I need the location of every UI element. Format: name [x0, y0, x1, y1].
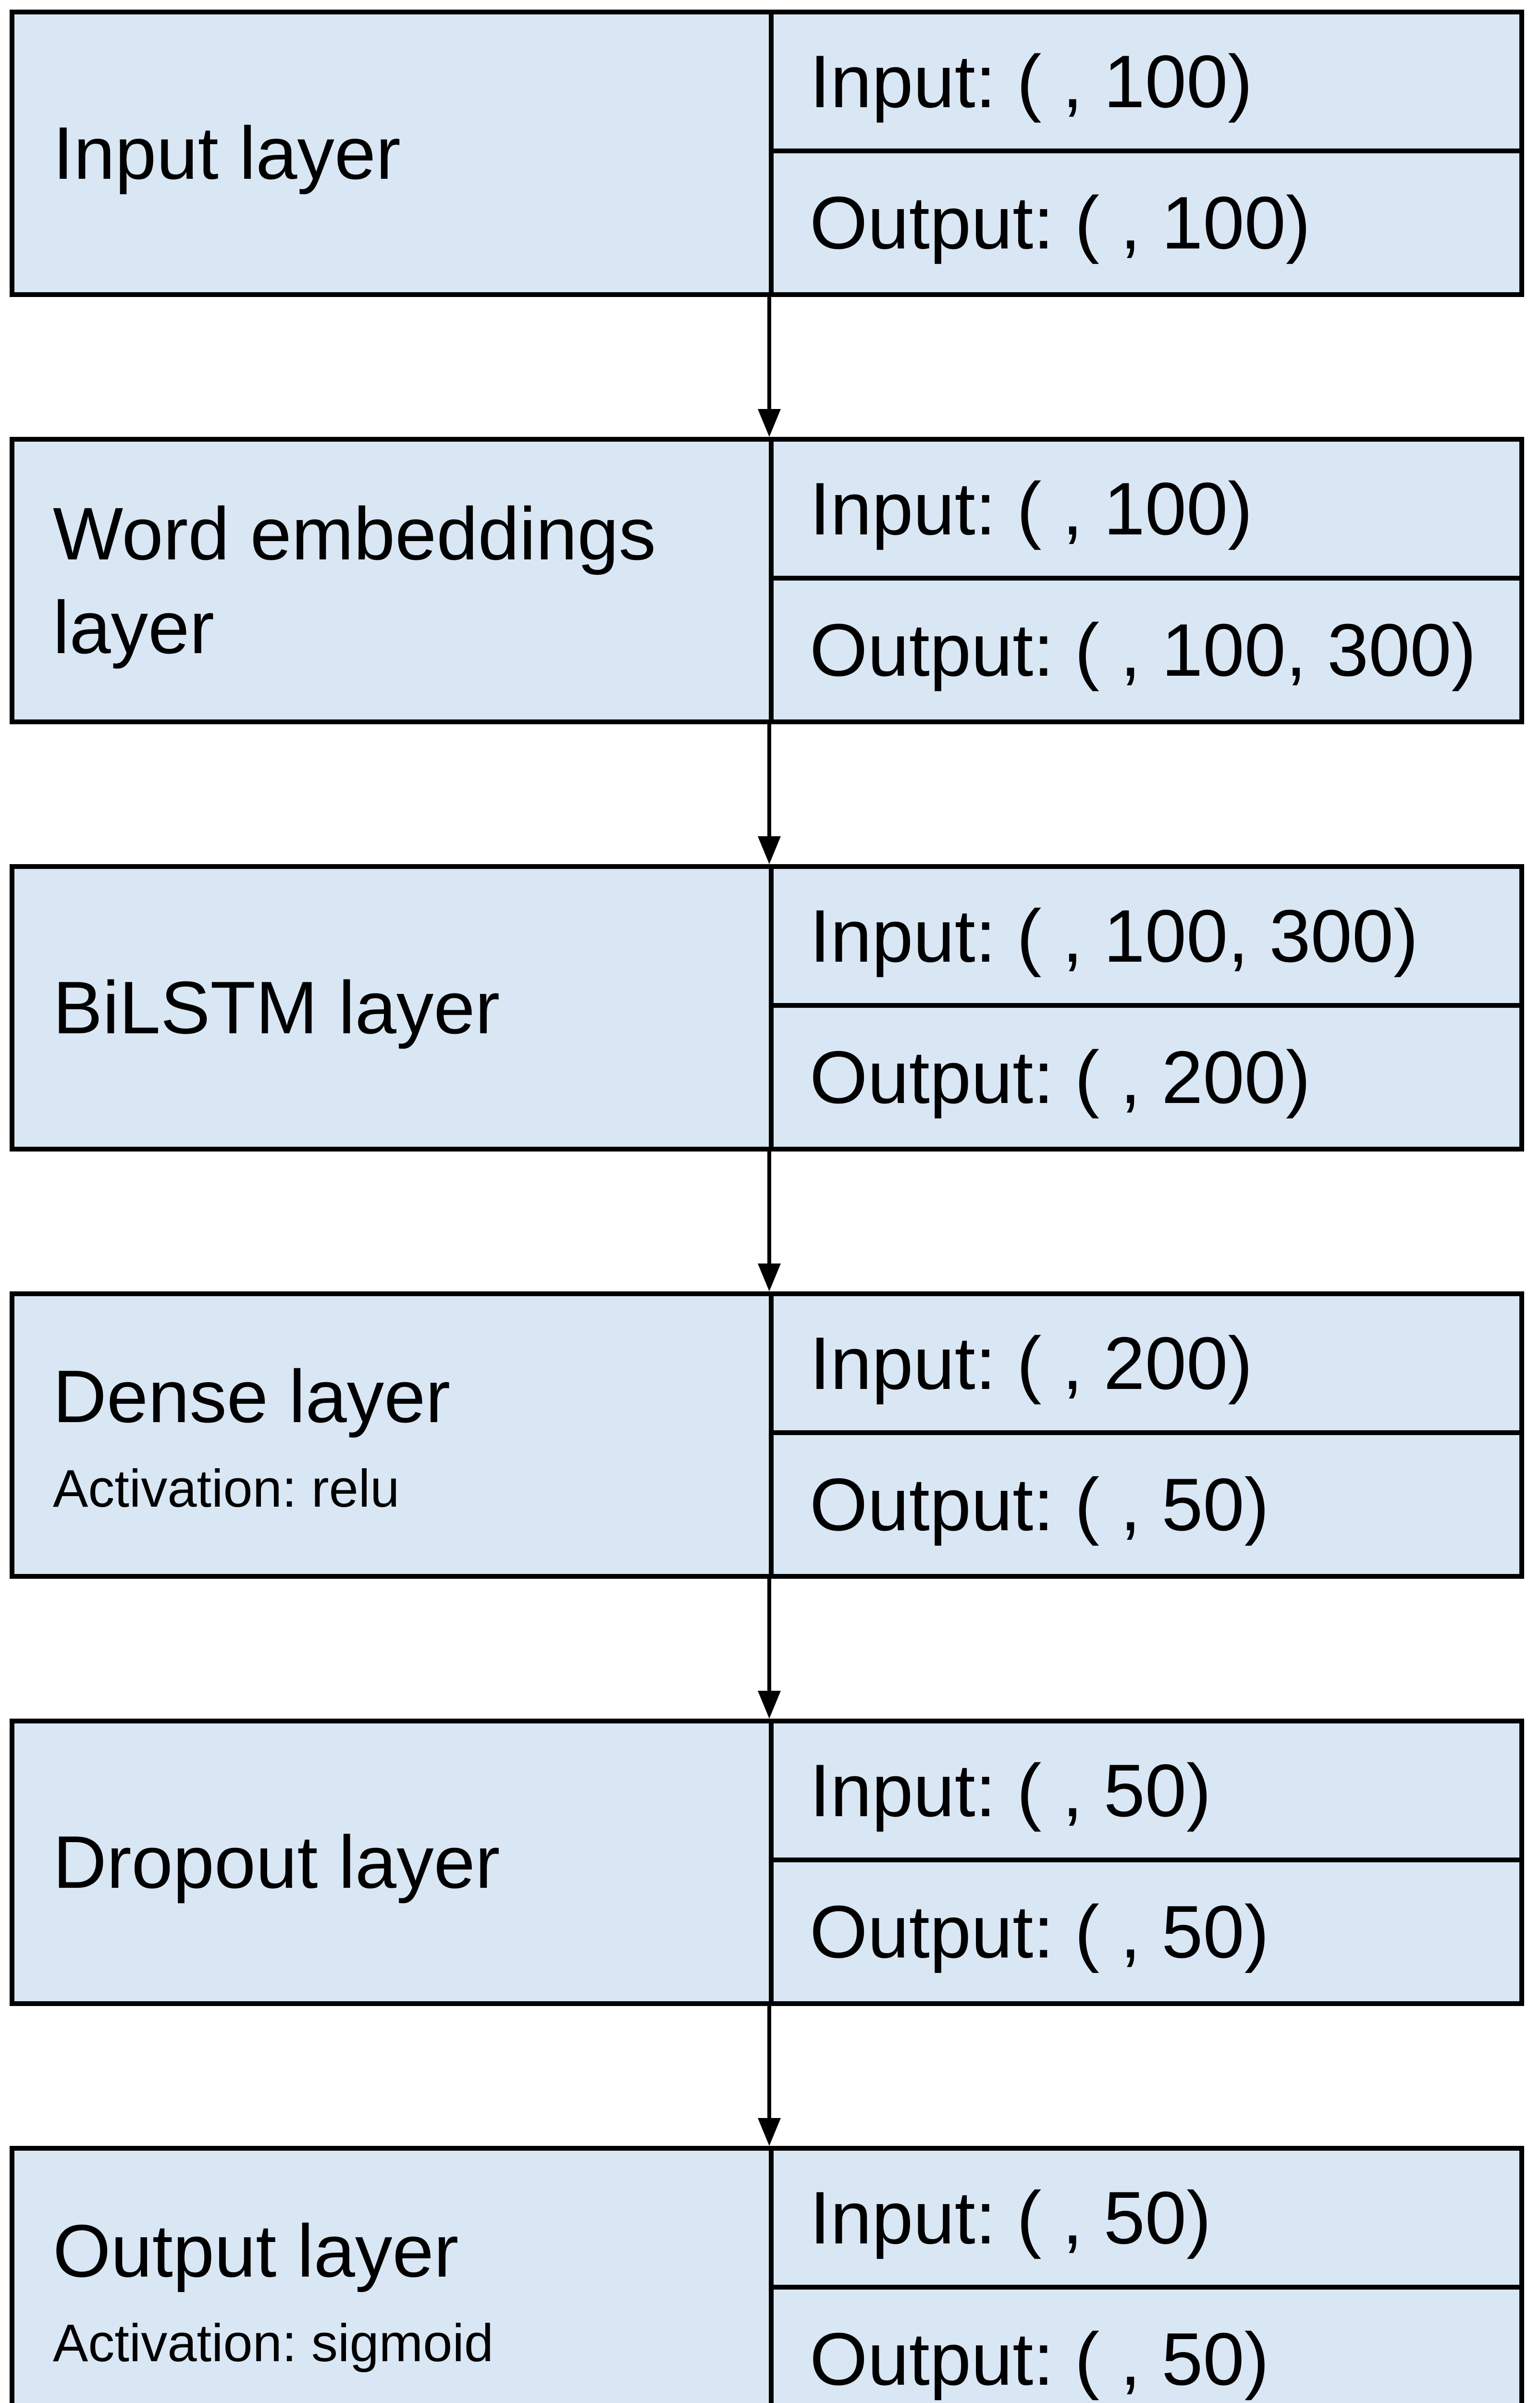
flow-arrow — [758, 1152, 781, 1291]
arrowhead-icon — [758, 836, 781, 864]
layer-title: Input layer — [53, 111, 401, 195]
layer-box-bilstm: BiLSTM layer Input: ( , 100, 300) Output… — [10, 864, 1524, 1152]
arrow-line — [767, 1579, 771, 1691]
arrow-line — [767, 1152, 771, 1263]
layer-name-cell: Dropout layer — [14, 1723, 769, 2001]
output-shape-row: Output: ( , 50) — [810, 2317, 1269, 2401]
flow-arrow — [758, 297, 781, 437]
input-shape-row: Input: ( , 50) — [774, 1723, 1519, 1862]
layer-io-cell: Input: ( , 50) Output: ( , 50) — [769, 2151, 1519, 2403]
layer-name-cell: Word embeddings layer — [14, 442, 769, 719]
input-shape-row: Input: ( , 200) — [774, 1296, 1519, 1435]
layer-name-cell: Dense layer Activation: relu — [14, 1296, 769, 1574]
output-shape-row: Output: ( , 50) — [810, 1890, 1269, 1973]
arrowhead-icon — [758, 1263, 781, 1291]
layer-name-cell: BiLSTM layer — [14, 869, 769, 1147]
output-shape-row: Output: ( , 200) — [810, 1035, 1311, 1119]
layer-title: BiLSTM layer — [53, 966, 500, 1050]
layer-io-cell: Input: ( , 100, 300) Output: ( , 200) — [769, 869, 1519, 1147]
arrowhead-icon — [758, 409, 781, 437]
input-shape-row: Input: ( , 50) — [774, 2151, 1519, 2290]
output-shape-row: Output: ( , 100) — [810, 181, 1311, 264]
layer-name-cell: Input layer — [14, 14, 769, 292]
layer-title: Dropout layer — [53, 1821, 500, 1904]
layer-io-cell: Input: ( , 100) Output: ( , 100, 300) — [769, 442, 1519, 719]
layer-box-input: Input layer Input: ( , 100) Output: ( , … — [10, 10, 1524, 297]
layer-activation: Activation: sigmoid — [53, 2313, 494, 2373]
layer-name-cell: Output layer Activation: sigmoid — [14, 2151, 769, 2403]
layer-io-cell: Input: ( , 100) Output: ( , 100) — [769, 14, 1519, 292]
layer-box-word-embeddings: Word embeddings layer Input: ( , 100) Ou… — [10, 437, 1524, 724]
input-shape-row: Input: ( , 100) — [774, 14, 1519, 153]
arrowhead-icon — [758, 1691, 781, 1719]
layer-io-cell: Input: ( , 200) Output: ( , 50) — [769, 1296, 1519, 1574]
layer-title: Dense layer — [53, 1355, 451, 1438]
layer-box-dense: Dense layer Activation: relu Input: ( , … — [10, 1291, 1524, 1579]
input-shape-row: Input: ( , 100, 300) — [774, 869, 1519, 1008]
arrow-line — [767, 297, 771, 409]
output-shape-row: Output: ( , 50) — [810, 1462, 1269, 1546]
flow-arrow — [758, 2006, 781, 2146]
layer-box-dropout: Dropout layer Input: ( , 50) Output: ( ,… — [10, 1719, 1524, 2006]
arrowhead-icon — [758, 2118, 781, 2146]
layer-activation: Activation: relu — [53, 1459, 400, 1518]
flow-arrow — [758, 724, 781, 864]
output-shape-row: Output: ( , 100, 300) — [810, 608, 1477, 692]
arrow-line — [767, 2006, 771, 2118]
layer-title: Output layer — [53, 2209, 459, 2293]
layer-title: Word embeddings layer — [53, 492, 656, 669]
arrow-line — [767, 724, 771, 836]
layer-box-output: Output layer Activation: sigmoid Input: … — [10, 2146, 1524, 2403]
flow-arrow — [758, 1579, 781, 1719]
layer-io-cell: Input: ( , 50) Output: ( , 50) — [769, 1723, 1519, 2001]
input-shape-row: Input: ( , 100) — [774, 442, 1519, 581]
